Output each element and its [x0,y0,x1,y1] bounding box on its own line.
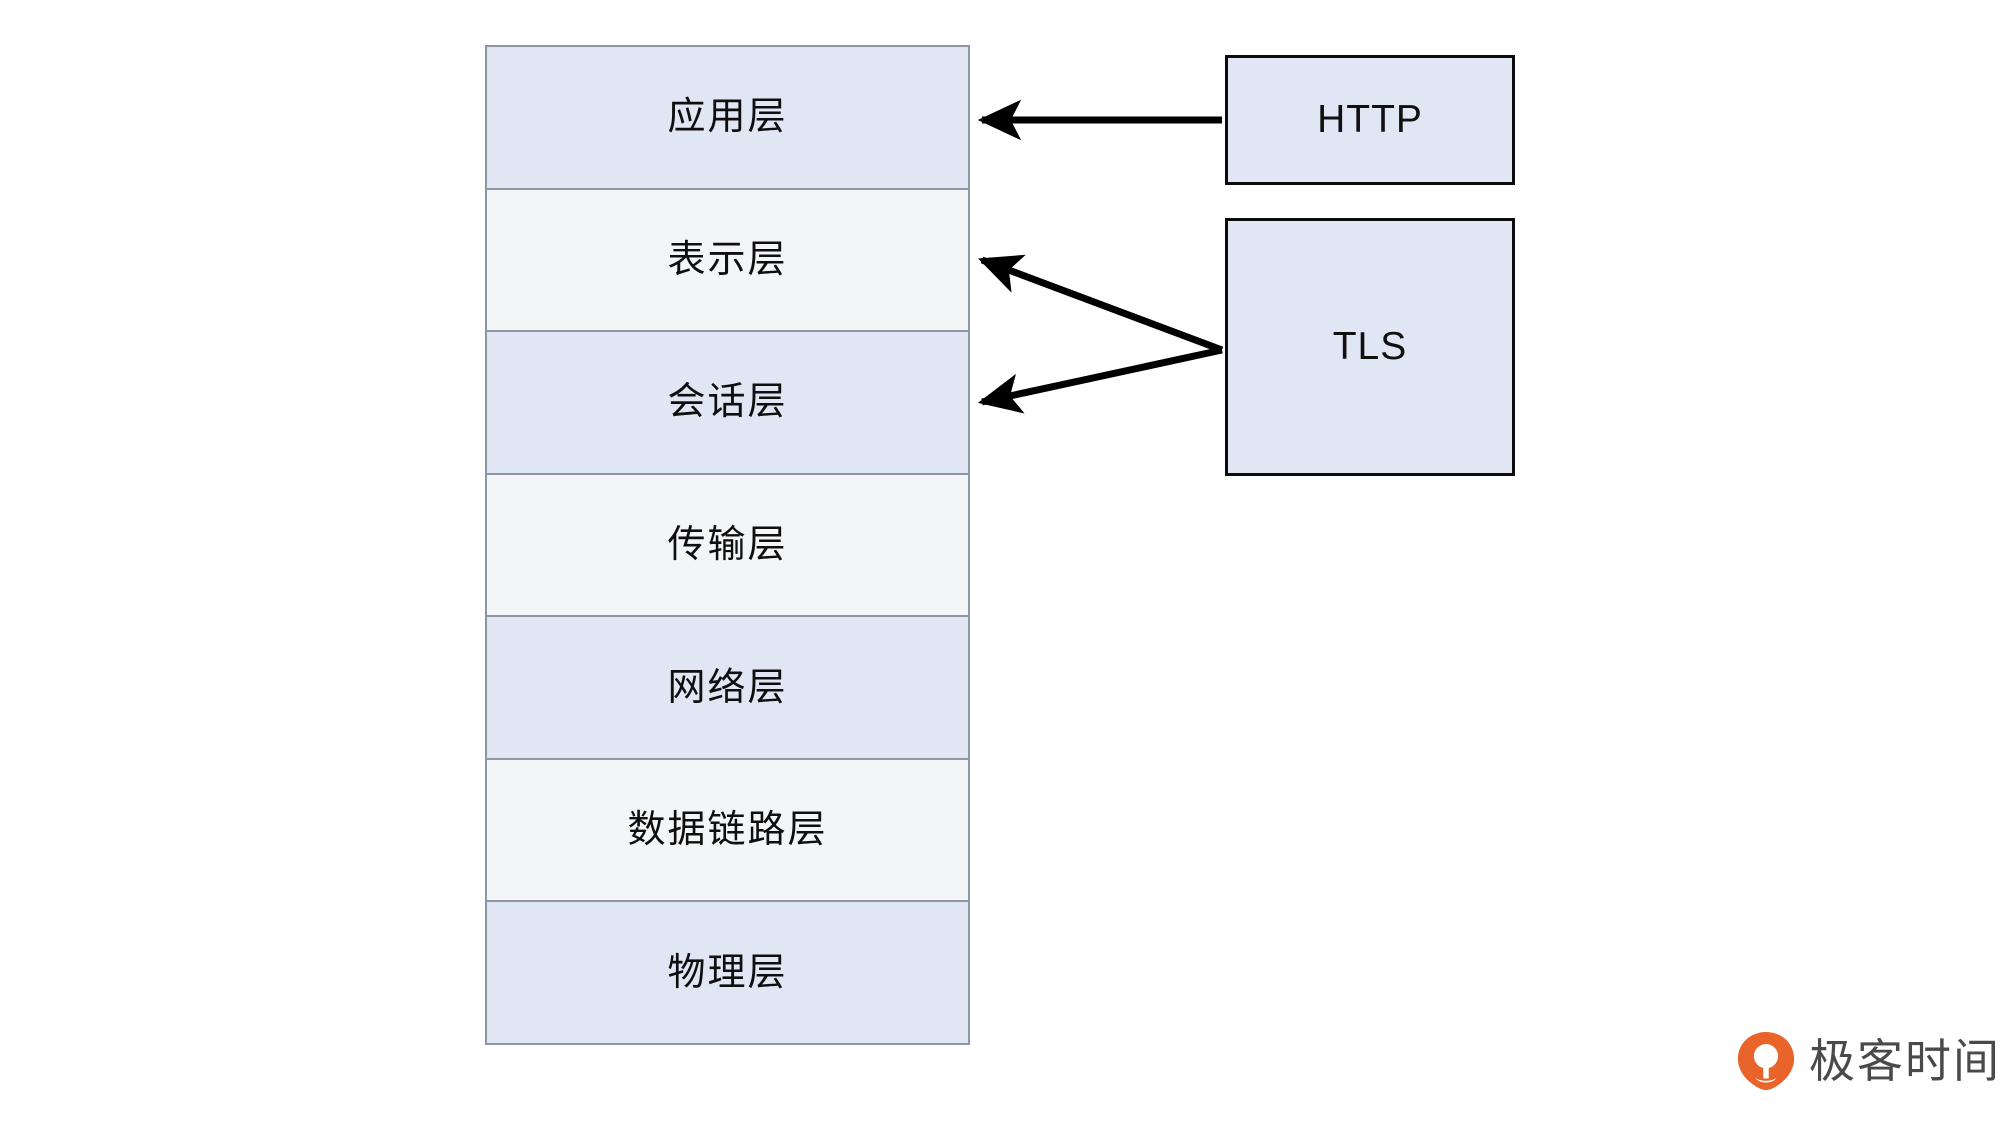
osi-layer-presentation: 表示层 [487,189,968,333]
osi-layer-data-link: 数据链路层 [487,759,968,903]
osi-layer-physical: 物理层 [487,902,968,1044]
connector-tls-to-session [977,346,1223,414]
osi-layer-stack: 应用层 表示层 会话层 传输层 网络层 数据链路层 物理层 [485,45,970,1045]
connector-tls-to-presentation [978,254,1224,354]
brand-name: 极客时间 [1809,1035,2000,1087]
osi-layer-application: 应用层 [487,47,968,190]
osi-layer-session: 会话层 [487,332,968,475]
protocol-box-http: HTTP [1225,55,1515,185]
protocol-box-tls: TLS [1225,218,1515,476]
osi-layer-network: 网络层 [487,617,968,760]
osi-layer-transport: 传输层 [487,474,968,618]
brand-watermark: 极客时间 [1735,1030,2000,1092]
geektime-logo-icon [1737,1031,1795,1091]
